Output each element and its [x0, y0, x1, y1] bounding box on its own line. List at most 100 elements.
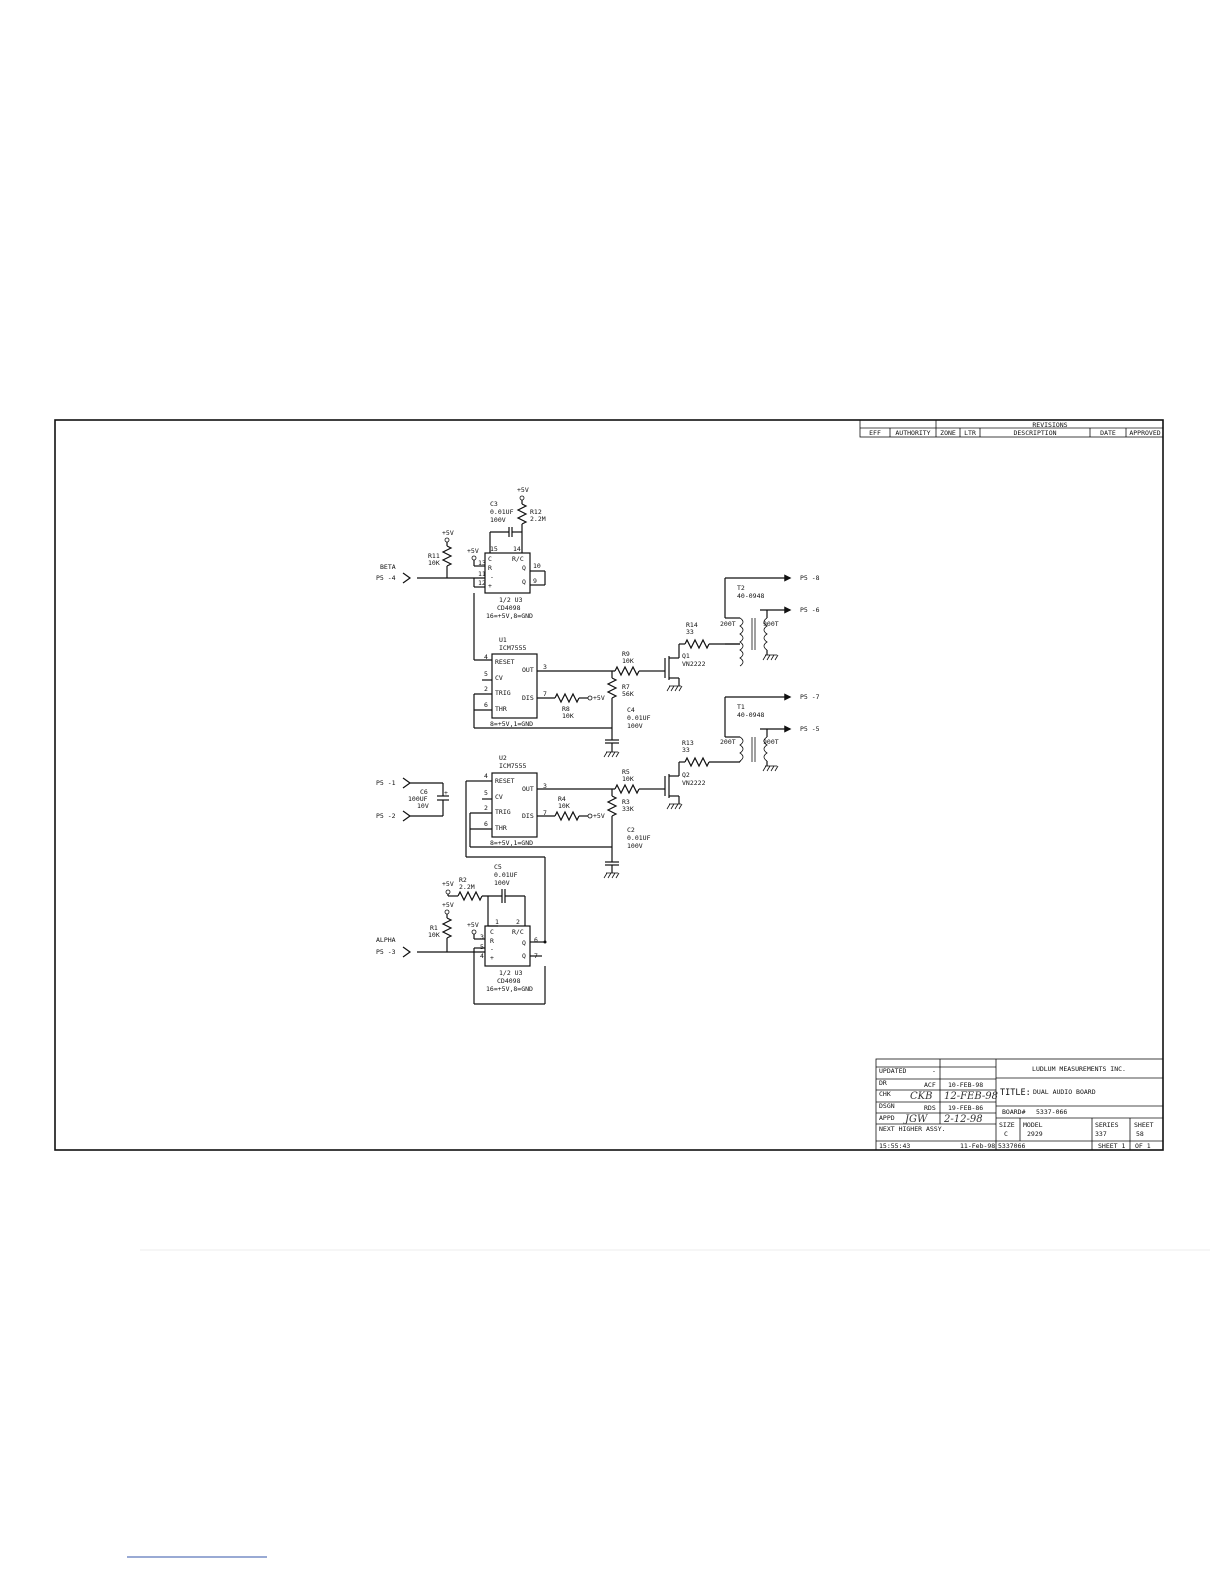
svg-text:RESET: RESET — [495, 658, 515, 666]
r12-resistor — [516, 503, 528, 525]
svg-text:C: C — [488, 555, 492, 563]
t2-secondary — [763, 617, 768, 651]
svg-text:R: R — [488, 564, 492, 572]
plot-time: 15:55:43 — [879, 1142, 910, 1150]
svg-text:11: 11 — [478, 570, 486, 578]
svg-text:R1: R1 — [430, 924, 438, 932]
p5-3-label: P5 -3 — [376, 948, 396, 956]
appd-label: APPD — [879, 1114, 895, 1122]
svg-text:6: 6 — [484, 820, 488, 828]
svg-text:9: 9 — [533, 577, 537, 585]
beta-label: BETA — [380, 563, 396, 571]
svg-text:2: 2 — [516, 918, 520, 926]
svg-text:+5V: +5V — [467, 547, 479, 555]
company-name: LUDLUM MEASUREMENTS INC. — [1032, 1065, 1126, 1073]
svg-text:DIS: DIS — [522, 812, 534, 820]
r4-resistor — [554, 810, 580, 822]
u3a-part: 1/2 U3 — [499, 596, 523, 604]
svg-text:C4: C4 — [627, 706, 635, 714]
svg-text:+: + — [488, 582, 492, 590]
svg-text:14: 14 — [513, 545, 521, 553]
revisions-title: REVISIONS — [1032, 421, 1067, 429]
r3-resistor — [606, 795, 618, 817]
svg-text:5: 5 — [484, 670, 488, 678]
svg-text:7: 7 — [543, 809, 547, 817]
chk-label: CHK — [879, 1090, 891, 1098]
u3a-box — [484, 552, 531, 594]
c3-rating: 100V — [490, 516, 506, 524]
svg-text:19-FEB-86: 19-FEB-86 — [948, 1104, 983, 1112]
svg-text:MODEL: MODEL — [1023, 1121, 1043, 1129]
svg-text:200T: 200T — [720, 738, 736, 746]
svg-text:5: 5 — [480, 943, 484, 951]
svg-text:10-FEB-98: 10-FEB-98 — [948, 1081, 983, 1089]
svg-text:C2: C2 — [627, 826, 635, 834]
svg-text:U1: U1 — [499, 636, 507, 644]
svg-text:12: 12 — [478, 579, 486, 587]
revisions-block: REVISIONS EFF AUTHORITY ZONE LTR DESCRIP… — [859, 419, 1164, 438]
svg-text:TRIG: TRIG — [495, 808, 511, 816]
svg-text:ICM7555: ICM7555 — [499, 644, 526, 652]
drawing-title: DUAL AUDIO BOARD — [1033, 1088, 1096, 1096]
r13-resistor — [684, 756, 710, 768]
svg-text:33: 33 — [686, 628, 694, 636]
svg-text:10V: 10V — [417, 802, 429, 810]
svg-text:SHEET: SHEET — [1134, 1121, 1154, 1129]
u2-box — [491, 772, 538, 838]
rev-col-zone: ZONE — [940, 429, 956, 437]
vcc-label: +5V — [517, 486, 529, 494]
svg-text:100V: 100V — [627, 842, 643, 850]
drawing-border — [54, 419, 1164, 1151]
svg-text:RDS: RDS — [924, 1104, 936, 1112]
svg-text:10K: 10K — [558, 802, 570, 810]
t2-primary — [739, 617, 744, 667]
svg-text:T2: T2 — [737, 584, 745, 592]
rev-col-description: DESCRIPTION — [1013, 429, 1056, 437]
beta-oneshot: +5V R12 2.2M C3 0.01UF 100V 15 14 C R/C … — [376, 486, 546, 661]
svg-text:40-0948: 40-0948 — [737, 592, 764, 600]
svg-text:Q2: Q2 — [682, 771, 690, 779]
svg-text:VN2222: VN2222 — [682, 779, 706, 787]
u1-timer: U1 ICM7555 RESET CV TRIG THR OUT DIS 4 5… — [473, 636, 655, 758]
svg-text:100UF: 100UF — [408, 795, 428, 803]
updated-label: UPDATED — [879, 1067, 906, 1075]
svg-text:R4: R4 — [558, 795, 566, 803]
svg-text:+5V: +5V — [442, 880, 454, 888]
file-number: 5337066 — [998, 1142, 1025, 1150]
board-number: 5337-066 — [1036, 1108, 1067, 1116]
r1-resistor — [441, 917, 453, 939]
title-block: UPDATED - DR ACF 10-FEB-98 CHK CKB 12-FE… — [875, 1058, 1164, 1151]
alpha-oneshot: C5 0.01UF 100V +5V R2 2.2M 1 2 C R/C R -… — [376, 863, 547, 1005]
svg-text:JGW: JGW — [903, 1114, 928, 1125]
svg-text:12-FEB-98: 12-FEB-98 — [944, 1091, 998, 1102]
svg-text:3: 3 — [480, 933, 484, 941]
svg-text:2-12-98: 2-12-98 — [943, 1114, 983, 1125]
svg-text:R/C: R/C — [512, 555, 524, 563]
svg-text:R14: R14 — [686, 621, 698, 629]
svg-text:ICM7555: ICM7555 — [499, 762, 526, 770]
svg-text:-: - — [490, 573, 494, 581]
u1-box — [491, 653, 538, 719]
rev-col-eff: EFF — [869, 429, 881, 437]
model-value: 2929 — [1027, 1130, 1043, 1138]
svg-text:DIS: DIS — [522, 694, 534, 702]
svg-text:R2: R2 — [459, 876, 467, 884]
p5-5-label: P5 -5 — [800, 725, 820, 733]
svg-text:40-0948: 40-0948 — [737, 711, 764, 719]
svg-text:7: 7 — [543, 690, 547, 698]
svg-text:R11: R11 — [428, 552, 440, 560]
svg-text:200T: 200T — [720, 620, 736, 628]
r14-resistor — [684, 638, 710, 650]
r12-ref: R12 — [530, 508, 542, 516]
svg-text:0.01UF: 0.01UF — [494, 871, 518, 879]
svg-text:THR: THR — [495, 824, 507, 832]
dr-label: DR — [879, 1079, 887, 1087]
svg-text:2: 2 — [484, 804, 488, 812]
c3-ref: C3 — [490, 500, 498, 508]
svg-text:C6: C6 — [420, 788, 428, 796]
svg-text:R7: R7 — [622, 683, 630, 691]
svg-text:RESET: RESET — [495, 777, 515, 785]
svg-text:0.01UF: 0.01UF — [627, 834, 651, 842]
svg-text:+: + — [490, 954, 494, 962]
c6-supply-cap: P5 -1 P5 -2 + C6 100UF 10V — [376, 777, 449, 822]
